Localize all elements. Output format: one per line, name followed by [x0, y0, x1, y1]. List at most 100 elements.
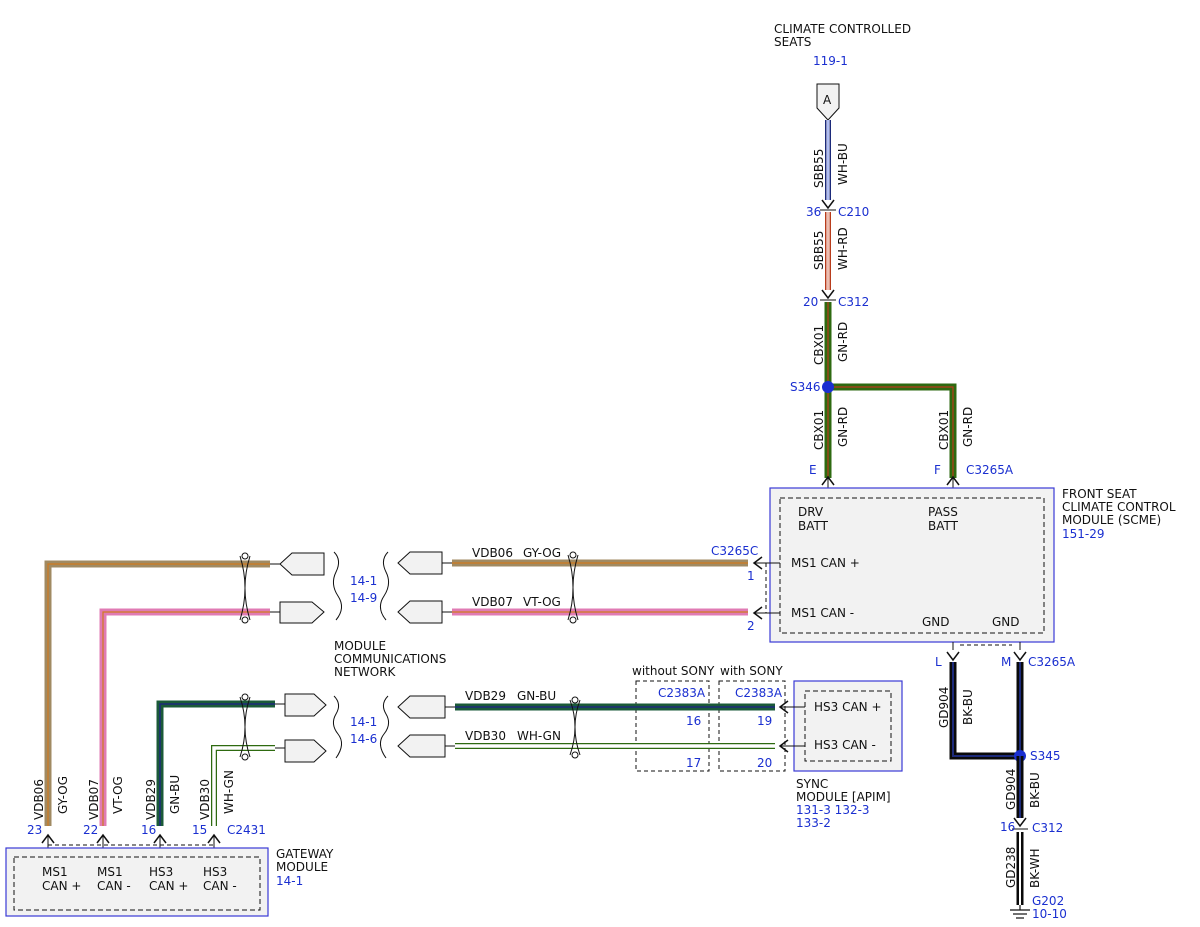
wire-gd904-upper[interactable]: [949, 662, 1024, 760]
gateway-module-title: GATEWAY MODULE 14-1: [276, 847, 334, 888]
scme-drv-2: BATT: [798, 519, 829, 533]
gateway-title-2: MODULE: [276, 860, 328, 874]
vdb30-right-color: WH-GN: [517, 729, 561, 743]
flag-ms-left-1[interactable]: [279, 552, 325, 576]
flag-hs-right-1[interactable]: [397, 695, 446, 719]
connector-c3265a-bottom[interactable]: L M C3265A: [935, 642, 1076, 669]
c3265a-top-name: C3265A: [966, 463, 1014, 477]
c2383a-b-pin-bottom: 20: [757, 756, 772, 770]
c2431-pin-23: 23: [27, 823, 42, 837]
c2431-pin-16: 16: [141, 823, 156, 837]
flag-ms-left-2[interactable]: [279, 601, 325, 624]
wire-label-cbx01-b: CBX01: [812, 410, 826, 450]
ground-ref[interactable]: 10-10: [1032, 907, 1067, 921]
wire-label-sbb55-a: SBB55: [812, 149, 826, 188]
sync-refs-2[interactable]: 133-2: [796, 816, 831, 830]
wire-vdb29-left[interactable]: [156, 700, 275, 826]
scme-title-3: MODULE (SCME): [1062, 513, 1161, 527]
wire-cbx01-branch[interactable]: [828, 383, 957, 478]
wire-vdb06-left[interactable]: [44, 560, 270, 826]
sync-module[interactable]: HS3 CAN + HS3 CAN -: [793, 680, 903, 772]
wire-label-cbx01-a: CBX01: [812, 325, 826, 365]
connector-c312-top[interactable]: 20 C312: [803, 289, 869, 309]
c2383a-b-name: C2383A: [735, 686, 783, 700]
scme-pass-2: BATT: [928, 519, 959, 533]
c312-bottom-name: C312: [1032, 821, 1063, 835]
c2383a-b-label: with SONY: [720, 664, 783, 678]
vdb29-left-circuit: VDB29: [144, 779, 158, 820]
gd904-a-color: BK-BU: [961, 689, 975, 725]
top-connector-ref[interactable]: 119-1: [813, 54, 848, 68]
c2383a-a-label: without SONY: [632, 664, 715, 678]
wire-color-sbb55-a: WH-BU: [836, 143, 850, 185]
vdb06-left-color: GY-OG: [56, 776, 70, 814]
flag-hs-left-1[interactable]: [284, 693, 327, 717]
flag-hs-right-2[interactable]: [397, 734, 446, 758]
gateway-pin-3-l2: CAN +: [149, 879, 188, 893]
gateway-pin-4-l1: HS3: [203, 865, 227, 879]
scme-ms1-minus: MS1 CAN -: [791, 606, 854, 620]
splice-s346[interactable]: [822, 381, 834, 393]
c2383a-a-pin-top: 16: [686, 714, 701, 728]
sync-hs3-plus: HS3 CAN +: [814, 700, 882, 714]
ms-ref-2[interactable]: 14-9: [350, 591, 377, 605]
sync-title-1: SYNC: [796, 777, 828, 791]
c3265a-pin-l: L: [935, 655, 942, 669]
gateway-pin-3-l1: HS3: [149, 865, 173, 879]
break-brackets-ms: [332, 551, 390, 621]
sync-hs3-minus: HS3 CAN -: [814, 738, 876, 752]
gateway-ref[interactable]: 14-1: [276, 874, 303, 888]
wire-label-sbb55-b: SBB55: [812, 231, 826, 270]
scme-ms1-plus: MS1 CAN +: [791, 556, 860, 570]
ground-name: G202: [1032, 894, 1064, 908]
gateway-module[interactable]: MS1 CAN + MS1 CAN - HS3 CAN + HS3 CAN -: [5, 847, 269, 917]
flag-ms-right-2[interactable]: [397, 600, 443, 624]
network-label: MODULE COMMUNICATIONS NETWORK: [334, 639, 446, 679]
c210-pin: 36: [806, 205, 821, 219]
connector-c2431[interactable]: 23 22 16 15 C2431: [27, 823, 266, 857]
hs-ref-2[interactable]: 14-6: [350, 732, 377, 746]
vdb29-right-circuit: VDB29: [465, 689, 506, 703]
break-brackets-hs: [332, 695, 390, 759]
wire-color-cbx01-c: GN-RD: [961, 407, 975, 447]
gd904-b-circuit: GD904: [1004, 769, 1018, 810]
c2383a-a-box[interactable]: [635, 680, 710, 772]
flag-ms-right-1[interactable]: [397, 551, 443, 575]
network-label-1: MODULE: [334, 639, 386, 653]
ms-ref-1[interactable]: 14-1: [350, 574, 377, 588]
twisted-pair-hs-left: [239, 693, 251, 761]
wire-vdb07-left[interactable]: [99, 608, 270, 826]
hs-ref-1[interactable]: 14-1: [350, 715, 377, 729]
connector-c210[interactable]: 36 C210: [806, 199, 869, 219]
connector-sync-pins[interactable]: [778, 700, 805, 753]
gateway-pin-1-l2: CAN +: [42, 879, 81, 893]
connector-c312-bottom[interactable]: 16 C312: [1000, 817, 1063, 835]
vdb29-left-color: GN-BU: [168, 775, 182, 814]
vdb07-left-color: VT-OG: [111, 776, 125, 814]
c2431-pin-15: 15: [192, 823, 207, 837]
c3265c-pin1: 1: [747, 569, 755, 583]
gateway-title-1: GATEWAY: [276, 847, 334, 861]
top-connector-block: CLIMATE CONTROLLED SEATS 119-1 A: [774, 22, 911, 121]
gd904-a-circuit: GD904: [937, 687, 951, 728]
gd238-color: BK-WH: [1028, 848, 1042, 888]
vdb30-left-circuit: VDB30: [198, 779, 212, 820]
wire-vdb30-left[interactable]: [211, 745, 275, 826]
scme-ref[interactable]: 151-29: [1062, 527, 1105, 541]
scme-module[interactable]: DRV BATT PASS BATT MS1 CAN + MS1 CAN - G…: [769, 487, 1055, 643]
wire-color-sbb55-b: WH-RD: [836, 227, 850, 270]
twisted-pair-ms-left: [239, 552, 251, 624]
vdb06-right-color: GY-OG: [523, 546, 561, 560]
vdb07-left-circuit: VDB07: [87, 779, 101, 820]
c2431-pin-22: 22: [83, 823, 98, 837]
top-connector-title-1: CLIMATE CONTROLLED: [774, 22, 911, 36]
gateway-pin-2-l1: MS1: [97, 865, 123, 879]
network-label-3: NETWORK: [334, 665, 397, 679]
splice-s346-label: S346: [790, 380, 821, 394]
connector-c3265c[interactable]: C3265C 1 2: [711, 544, 780, 633]
sync-refs-1[interactable]: 131-3 132-3: [796, 803, 870, 817]
sync-title-2: MODULE [APIM]: [796, 790, 891, 804]
flag-hs-left-2[interactable]: [284, 739, 327, 763]
vdb06-left-circuit: VDB06: [32, 779, 46, 820]
c2383a-b-box[interactable]: [718, 680, 786, 772]
